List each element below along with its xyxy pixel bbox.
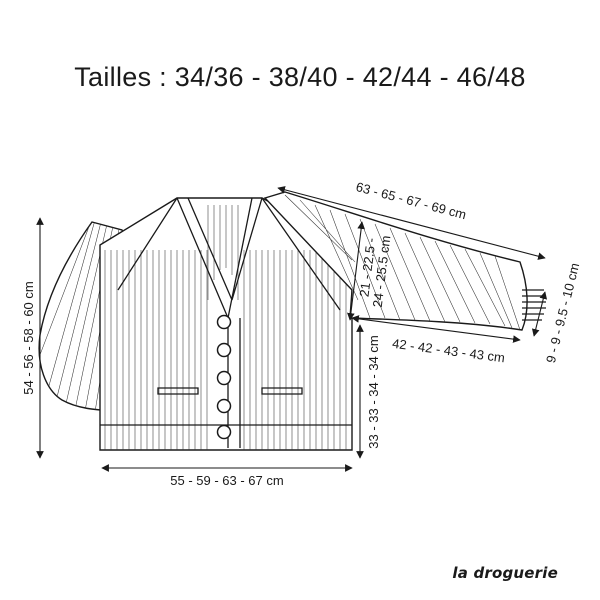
sizes-title: Tailles : 34/36 - 38/40 - 42/44 - 46/48 (74, 62, 526, 92)
brand-logo: la droguerie (452, 564, 558, 582)
side-length-label: 33 - 33 - 34 - 34 cm (366, 335, 381, 448)
width-label: 55 - 59 - 63 - 67 cm (170, 473, 283, 488)
upper-arm-label: 42 - 42 - 43 - 43 cm (391, 336, 505, 366)
sleeve-length-label: 63 - 65 - 67 - 69 cm (354, 179, 468, 222)
buttons (216, 314, 232, 440)
dimension-lines (36, 186, 548, 472)
cuff-label: 9 - 9 - 9.5 - 10 cm (543, 261, 582, 364)
armhole-label-a: 21 - 22.5 - (356, 237, 378, 298)
body-length-label: 54 - 56 - 58 - 60 cm (21, 281, 36, 394)
